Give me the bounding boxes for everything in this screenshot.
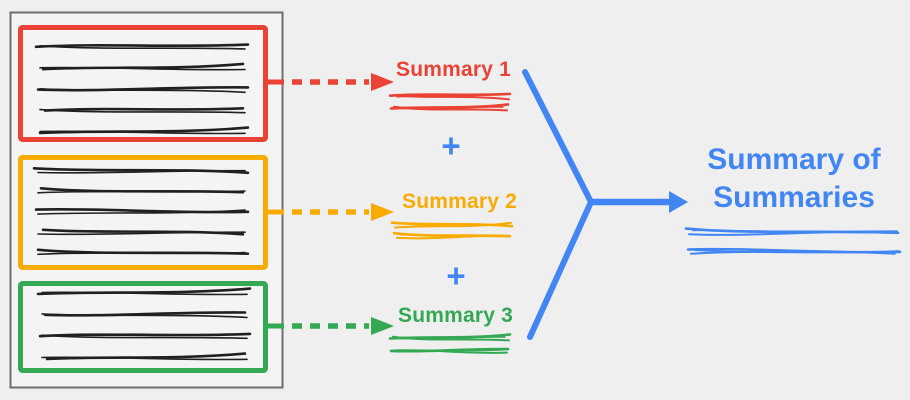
- summary-2-dashed-arrow-icon: [268, 203, 394, 221]
- document-text-scribbles: [32, 43, 252, 361]
- section-3-box: [18, 281, 268, 373]
- plus-sign-2: +: [446, 256, 466, 294]
- section-2-box: [18, 155, 268, 270]
- summary-3-dashed-arrow-icon: [268, 317, 394, 335]
- summary-1-scribble: [388, 92, 512, 112]
- source-document: [9, 11, 284, 389]
- summary-3-scribble: [388, 333, 512, 354]
- summary-2-label: Summary 2: [402, 190, 518, 213]
- summary-1-dashed-arrow-icon: [268, 73, 394, 91]
- result-scribble: [684, 227, 902, 255]
- summary-2-scribble: [390, 221, 514, 240]
- merge-arrow-icon: [522, 69, 688, 340]
- summary-of-summaries-label: Summary of Summaries: [707, 143, 881, 214]
- summary-3-label: Summary 3: [398, 304, 514, 327]
- plus-sign-1: +: [441, 126, 461, 164]
- section-1-box: [18, 25, 268, 142]
- summary-1-label: Summary 1: [396, 58, 512, 81]
